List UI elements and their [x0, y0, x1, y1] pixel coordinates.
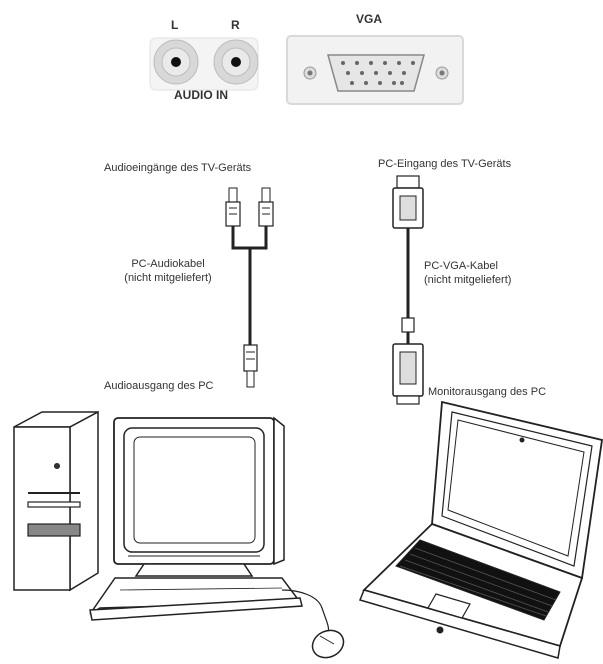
- audio-jack-right: [213, 39, 259, 85]
- laptop: [358, 400, 603, 659]
- vga-label: VGA: [356, 12, 383, 26]
- pc-keyboard: [89, 577, 303, 621]
- audio-right-label: R: [231, 18, 240, 32]
- audio-in-panel: [149, 37, 259, 91]
- pc-vga-cable-label: PC-VGA-Kabel: [424, 260, 498, 272]
- pc-mouse: [281, 589, 345, 659]
- vga-port: [286, 35, 464, 105]
- audio-cable: [225, 187, 274, 388]
- vga-cable: [392, 175, 424, 405]
- pc-tower: [13, 410, 99, 592]
- audio-left-label: L: [171, 18, 179, 32]
- audio-jack-left: [153, 39, 199, 85]
- pc-monitor: [113, 416, 285, 577]
- pc-monitor-out-label: Monitorausgang des PC: [428, 386, 547, 398]
- tv-audio-inputs-label: Audioeingänge des TV-Geräts: [104, 162, 252, 174]
- pc-audio-cable-note: (nicht mitgeliefert): [124, 272, 212, 284]
- pc-audio-out-label: Audioausgang des PC: [104, 380, 214, 392]
- pc-audio-cable-label: PC-Audiokabel: [131, 258, 205, 270]
- vga-pins: [341, 61, 415, 85]
- audio-in-label: AUDIO IN: [174, 88, 228, 102]
- pc-vga-cable-note: (nicht mitgeliefert): [424, 274, 512, 286]
- tv-pc-input-label: PC-Eingang des TV-Geräts: [378, 158, 512, 170]
